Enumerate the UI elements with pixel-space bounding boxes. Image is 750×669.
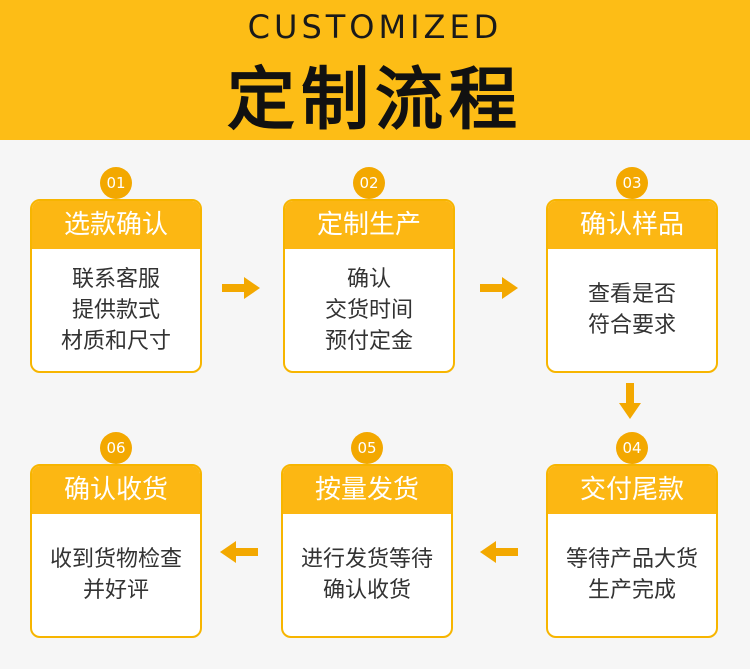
header-title-en: CUSTOMIZED (247, 8, 503, 46)
step-line: 材质和尺寸 (60, 328, 171, 354)
step-line: 确认收货 (322, 578, 411, 603)
step-line: 进行发货等待 (300, 547, 433, 572)
step-description: 等待产品大货 生产完成 (548, 514, 716, 636)
step-line: 确认 (346, 266, 391, 292)
step-line: 预付定金 (324, 328, 413, 354)
step-line: 交货时间 (324, 297, 413, 323)
step-description: 确认 交货时间 预付定金 (285, 249, 453, 371)
step-card: 按量发货 进行发货等待 确认收货 (281, 464, 453, 638)
step-card: 定制生产 确认 交货时间 预付定金 (283, 199, 455, 373)
arrow-left-icon (480, 541, 518, 563)
step-card: 确认样品 查看是否 符合要求 (546, 199, 718, 373)
step-card: 选款确认 联系客服 提供款式 材质和尺寸 (30, 199, 202, 373)
step-number-badge: 06 (100, 432, 132, 464)
step-number-badge: 03 (616, 167, 648, 199)
arrow-right-icon (480, 277, 518, 299)
step-number-badge: 04 (616, 432, 648, 464)
header-title-cn: 定制流程 (226, 61, 523, 140)
step-number-badge: 05 (351, 432, 383, 464)
step-title: 确认收货 (32, 466, 200, 514)
step-line: 生产完成 (587, 578, 676, 603)
step-number-badge: 02 (353, 167, 385, 199)
step-line: 收到货物检查 (49, 547, 182, 572)
step-card: 确认收货 收到货物检查 并好评 (30, 464, 202, 638)
step-description: 进行发货等待 确认收货 (283, 514, 451, 636)
step-line: 查看是否 (587, 282, 676, 307)
arrow-left-icon (220, 541, 258, 563)
step-title: 交付尾款 (548, 466, 716, 514)
header-banner: CUSTOMIZED 定制流程 (0, 0, 750, 140)
step-description: 联系客服 提供款式 材质和尺寸 (32, 249, 200, 371)
step-title: 按量发货 (283, 466, 451, 514)
step-line: 提供款式 (71, 297, 160, 323)
step-description: 收到货物检查 并好评 (32, 514, 200, 636)
step-line: 并好评 (82, 578, 149, 603)
arrow-down-icon (619, 383, 641, 419)
step-line: 符合要求 (587, 313, 676, 338)
step-title: 确认样品 (548, 201, 716, 249)
step-number-badge: 01 (100, 167, 132, 199)
step-title: 定制生产 (285, 201, 453, 249)
step-description: 查看是否 符合要求 (548, 249, 716, 371)
step-title: 选款确认 (32, 201, 200, 249)
arrow-right-icon (222, 277, 260, 299)
step-line: 等待产品大货 (565, 547, 698, 572)
step-card: 交付尾款 等待产品大货 生产完成 (546, 464, 718, 638)
step-line: 联系客服 (71, 266, 160, 292)
